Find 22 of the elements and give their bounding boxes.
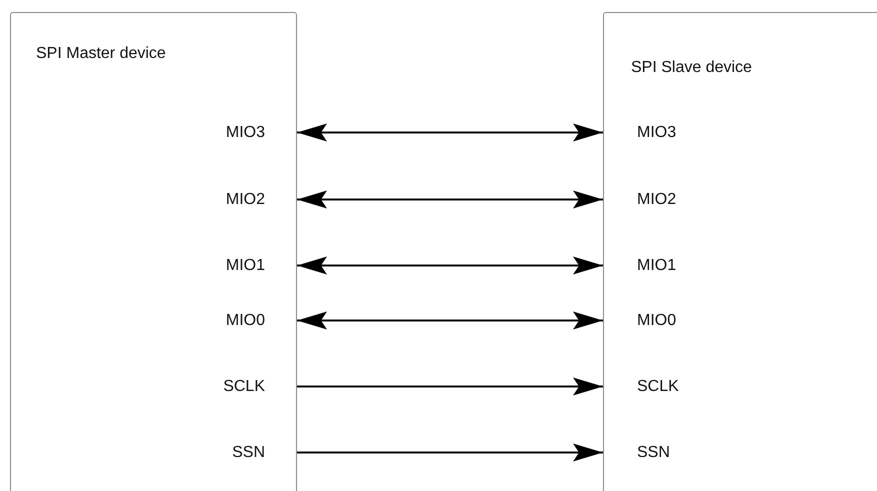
arrow — [297, 444, 603, 462]
pin-label: SSN — [232, 444, 265, 462]
pin-label: MIO0 — [637, 312, 676, 330]
pin-label: MIO2 — [226, 190, 265, 208]
pin-label: MIO0 — [226, 312, 265, 330]
arrow — [297, 256, 603, 274]
pin-label: SCLK — [223, 378, 265, 396]
pin-label: MIO3 — [637, 124, 676, 142]
arrow — [297, 378, 603, 396]
device-title: SPI Master device — [36, 45, 166, 63]
pin-label: MIO1 — [226, 256, 265, 274]
pin-label: SSN — [637, 444, 670, 462]
arrow — [297, 190, 603, 208]
pin-label: SCLK — [637, 378, 679, 396]
device-title: SPI Slave device — [631, 59, 752, 77]
device-box — [10, 12, 297, 491]
pin-label: MIO2 — [637, 190, 676, 208]
pin-label: MIO1 — [637, 256, 676, 274]
device-box — [603, 12, 877, 491]
arrow — [297, 124, 603, 142]
pin-label: MIO3 — [226, 124, 265, 142]
arrow — [297, 312, 603, 330]
